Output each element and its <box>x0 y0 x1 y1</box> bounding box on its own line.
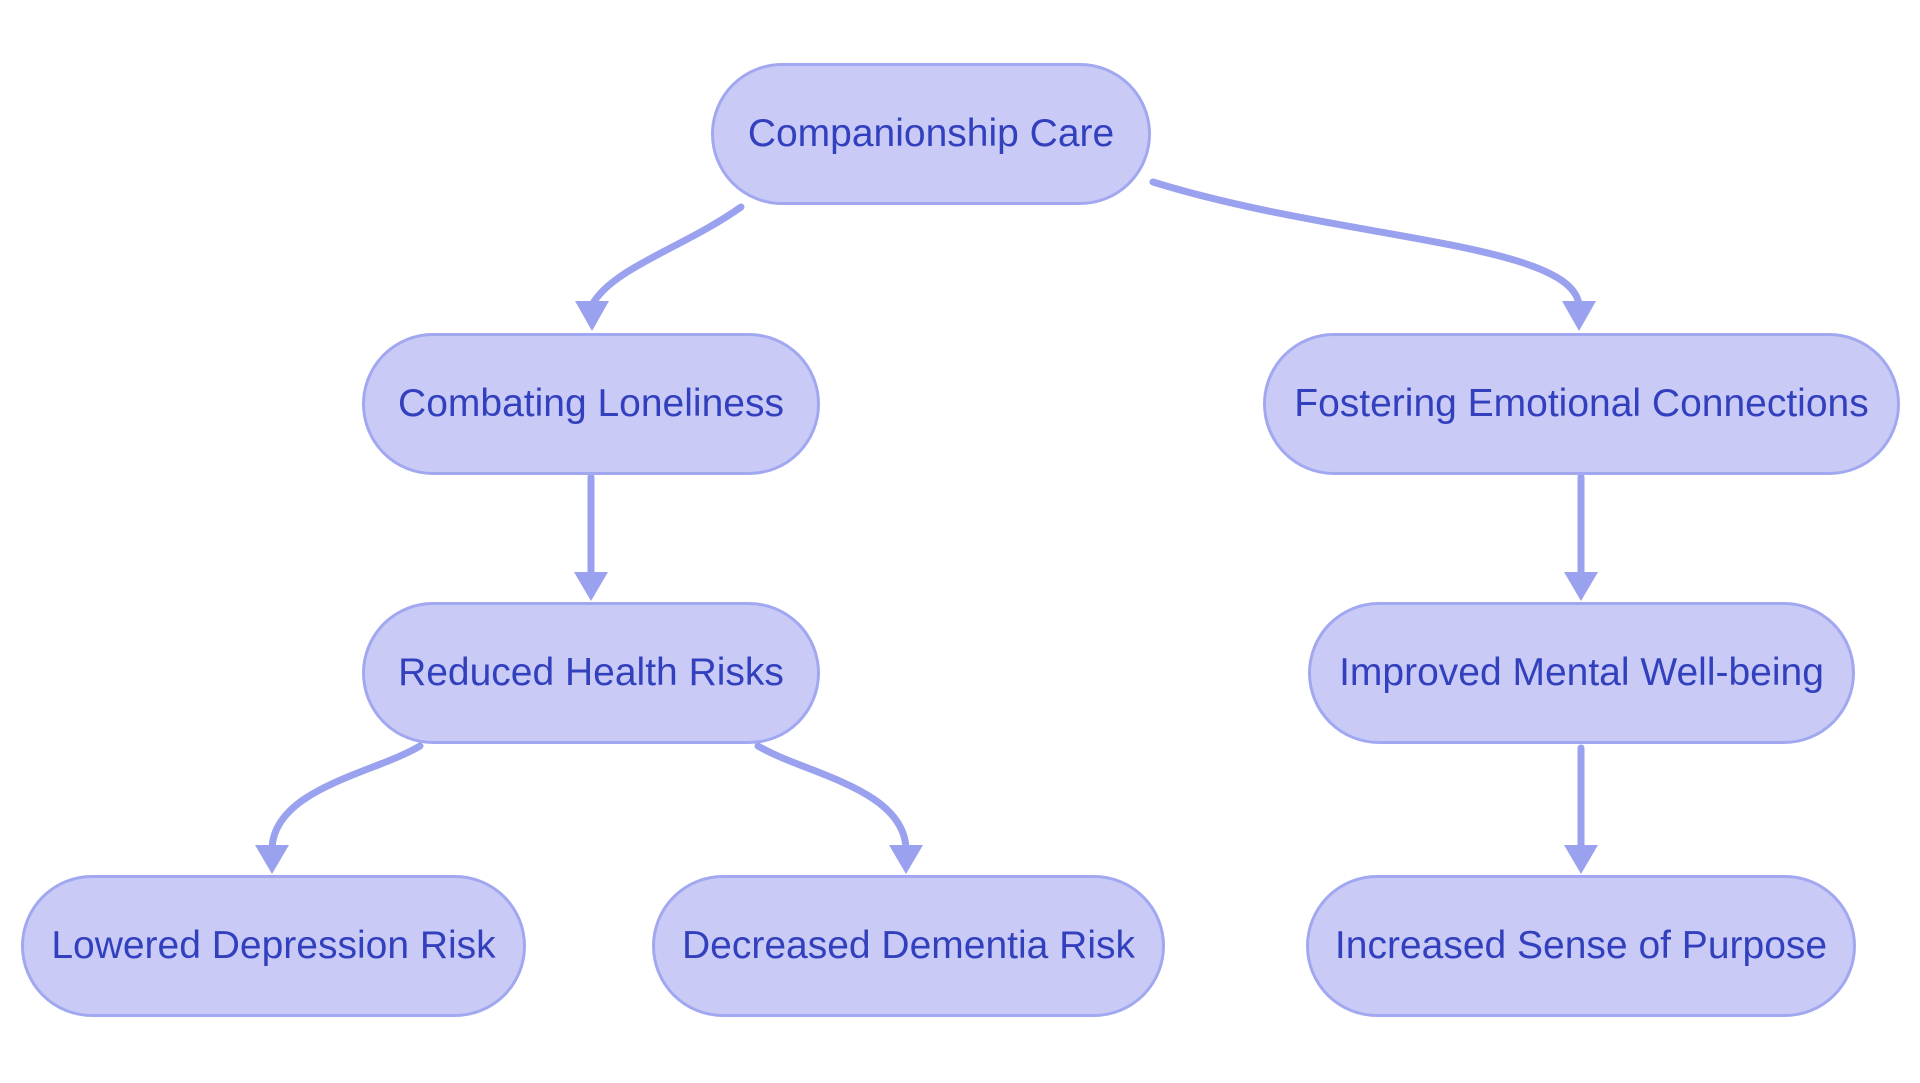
node-label-reduced-health-risks: Reduced Health Risks <box>398 651 784 694</box>
node-fostering-emotional-connections: Fostering Emotional Connections <box>1263 333 1900 475</box>
arrowhead-combating-to-reduced <box>574 572 608 601</box>
edge-reduced-to-decreased <box>754 742 910 852</box>
arrowhead-root-to-fostering <box>1562 301 1596 331</box>
node-label-companionship-care: Companionship Care <box>747 112 1115 155</box>
node-label-fostering-emotional-connections: Fostering Emotional Connections <box>1294 382 1869 425</box>
edge-root-to-combating <box>588 203 745 309</box>
arrowhead-fostering-to-improved <box>1564 572 1598 601</box>
node-reduced-health-risks: Reduced Health Risks <box>362 602 820 744</box>
arrowhead-reduced-to-lowered <box>255 845 289 874</box>
node-label-improved-mental-well-being: Improved Mental Well-being <box>1339 651 1824 694</box>
node-lowered-depression-risk: Lowered Depression Risk <box>21 875 526 1017</box>
node-label-combating-loneliness: Combating Loneliness <box>398 382 784 425</box>
node-decreased-dementia-risk: Decreased Dementia Risk <box>652 875 1165 1017</box>
arrowhead-root-to-combating <box>575 301 609 331</box>
edge-reduced-to-lowered <box>268 742 424 852</box>
node-label-lowered-depression-risk: Lowered Depression Risk <box>51 924 496 967</box>
node-combating-loneliness: Combating Loneliness <box>362 333 820 475</box>
arrowhead-reduced-to-decreased <box>889 845 923 874</box>
node-increased-sense-of-purpose: Increased Sense of Purpose <box>1306 875 1856 1017</box>
node-improved-mental-well-being: Improved Mental Well-being <box>1308 602 1855 744</box>
node-label-increased-sense-of-purpose: Increased Sense of Purpose <box>1334 924 1828 967</box>
edge-root-to-fostering <box>1149 178 1583 309</box>
node-label-decreased-dementia-risk: Decreased Dementia Risk <box>681 924 1135 967</box>
node-companionship-care: Companionship Care <box>711 63 1151 205</box>
arrowhead-improved-to-increased <box>1564 845 1598 874</box>
